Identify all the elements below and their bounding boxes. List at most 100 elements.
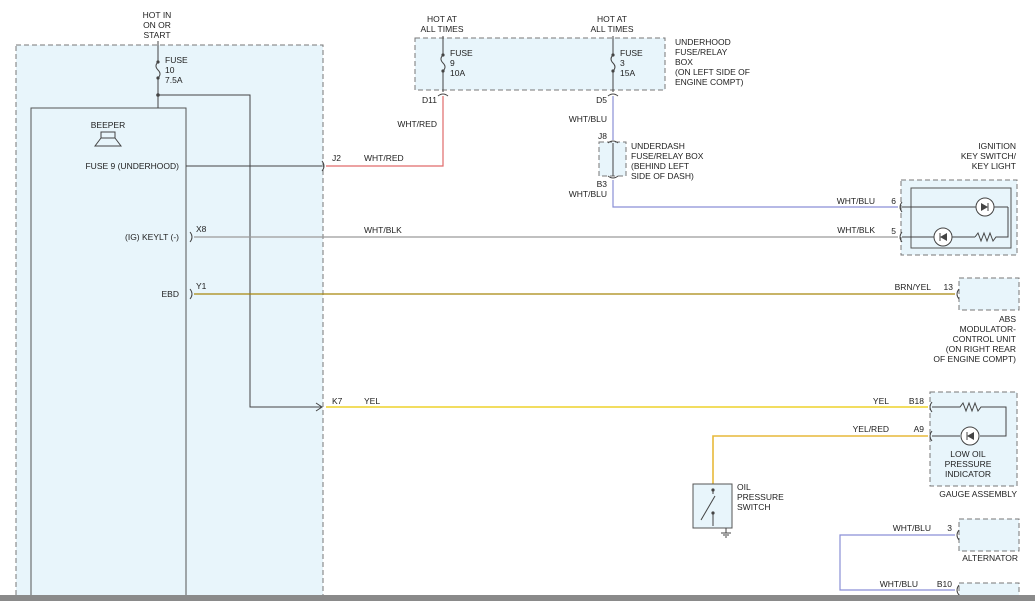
pin6-connector [899,201,903,213]
wht-blk-label-2: WHT/BLK [837,225,875,235]
underdash-label-1: UNDERDASH [631,141,685,151]
x8-label: X8 [196,224,207,234]
fuse9-label-1: FUSE [450,48,473,58]
hot-in-label-1: HOT IN [143,10,172,20]
underhood-box-label-1: UNDERHOOD [675,37,731,47]
y1-connector [189,288,193,300]
k7-internal-wire [158,94,322,408]
low-oil-label-2: PRESSURE [945,459,992,469]
k7-arrow [315,402,323,412]
wht-blu-label-3: WHT/BLU [837,196,875,206]
hot-in-label-2: ON OR [143,20,171,30]
oil-switch-label-3: SWITCH [737,502,771,512]
fuse9-underhood-label: FUSE 9 (UNDERHOOD) [85,161,179,171]
b18-label: B18 [909,396,924,406]
abs-label-5: OF ENGINE COMPT) [933,354,1016,364]
wht-blu-alt-label: WHT/BLU [893,523,931,533]
fuse9-label-3: 10A [450,68,465,78]
fuse3-label-1: FUSE [620,48,643,58]
fuse10-label-1: FUSE [165,55,188,65]
low-oil-label-3: INDICATOR [945,469,991,479]
fuse10-dot-top [156,60,160,64]
underhood-fuse-box [414,37,666,91]
yel-label-1: YEL [364,396,380,406]
alternator-wire [839,534,955,591]
abs-label-3: CONTROL UNIT [953,334,1016,344]
wht-blu-label-2: WHT/BLU [569,189,607,199]
pin3-connector [956,529,960,541]
ignition-label-2: KEY SWITCH/ [961,151,1017,161]
underhood-box-label-4: (ON LEFT SIDE OF [675,67,750,77]
alternator-box [958,518,1020,552]
pin13-connector [956,288,960,300]
fuse9-symbol [440,54,446,72]
fuse3-dot-top [611,53,615,57]
underhood-box-label-3: BOX [675,57,693,67]
alternator-label: ALTERNATOR [962,553,1018,563]
beeper-label: BEEPER [91,120,126,130]
underdash-label-4: SIDE OF DASH) [631,171,694,181]
yel-red-wire [712,435,928,484]
pin13-label: 13 [944,282,954,292]
d5-label: D5 [596,95,607,105]
fuse3-label-3: 15A [620,68,635,78]
brn-yel-label: BRN/YEL [895,282,932,292]
b3-connector [607,175,619,179]
oil-switch-label-2: PRESSURE [737,492,784,502]
j8-connector [607,140,619,144]
ignition-switch-inner [910,187,1012,249]
wht-blu-label-1: WHT/BLU [569,114,607,124]
underdash-label-2: FUSE/RELAY BOX [631,151,704,161]
speaker-icon [94,131,122,147]
wht-blu-b10-label: WHT/BLU [880,579,918,589]
switch-icon [700,488,716,526]
abs-unit-box [958,277,1020,311]
yel-label-2: YEL [873,396,889,406]
fuse3-symbol [610,54,616,72]
b10-connector [956,584,960,596]
hot-at-all-times-1a: HOT AT [427,14,457,24]
fuse9-dot-bottom [441,69,445,73]
abs-label-2: MODULATOR- [960,324,1017,334]
abs-label-1: ABS [999,314,1016,324]
low-oil-led-icon [960,426,980,446]
fuse3-label-2: 3 [620,58,625,68]
wht-red-wire [326,96,444,167]
led-icon-1 [975,197,995,217]
fuse10-dot-bottom [156,76,160,80]
oil-switch-label-1: OIL [737,482,751,492]
fuse10-label-2: 10 [165,65,175,75]
fuse9-dot-top [441,53,445,57]
led-icon-2 [933,227,953,247]
pin5-label: 5 [891,226,896,236]
horizontal-scrollbar[interactable] [0,595,1035,601]
b10-label: B10 [937,579,952,589]
hot-in-label-3: START [143,30,170,40]
d11-label: D11 [422,95,437,105]
fuse10-symbol [155,61,161,79]
low-oil-label-1: LOW OIL [950,449,986,459]
ebd-label: EBD [162,289,179,299]
wht-red-label-2: WHT/RED [364,153,404,163]
gauge-assembly-label: GAUGE ASSEMBLY [939,489,1017,499]
a9-label: A9 [914,424,925,434]
hot-at-all-times-1b: ALL TIMES [421,24,464,34]
j2-label: J2 [332,153,341,163]
pin3-label: 3 [947,523,952,533]
fuse3-dot-bottom [611,69,615,73]
wht-red-label-1: WHT/RED [397,119,437,129]
resistor-symbol-1 [974,207,1009,243]
fuse9-label-2: 9 [450,58,455,68]
underhood-box-label-2: FUSE/RELAY [675,47,728,57]
hot-at-all-times-2b: ALL TIMES [591,24,634,34]
ignition-label-1: IGNITION [978,141,1016,151]
y1-label: Y1 [196,281,207,291]
underdash-label-3: (BEHIND LEFT [631,161,689,171]
b18-connector [929,401,933,413]
underhood-box-label-5: ENGINE COMPT) [675,77,744,87]
wht-blk-label-1: WHT/BLK [364,225,402,235]
control-unit-inner-box [30,107,187,601]
j2-connector [321,160,325,172]
ground-icon [721,528,731,538]
